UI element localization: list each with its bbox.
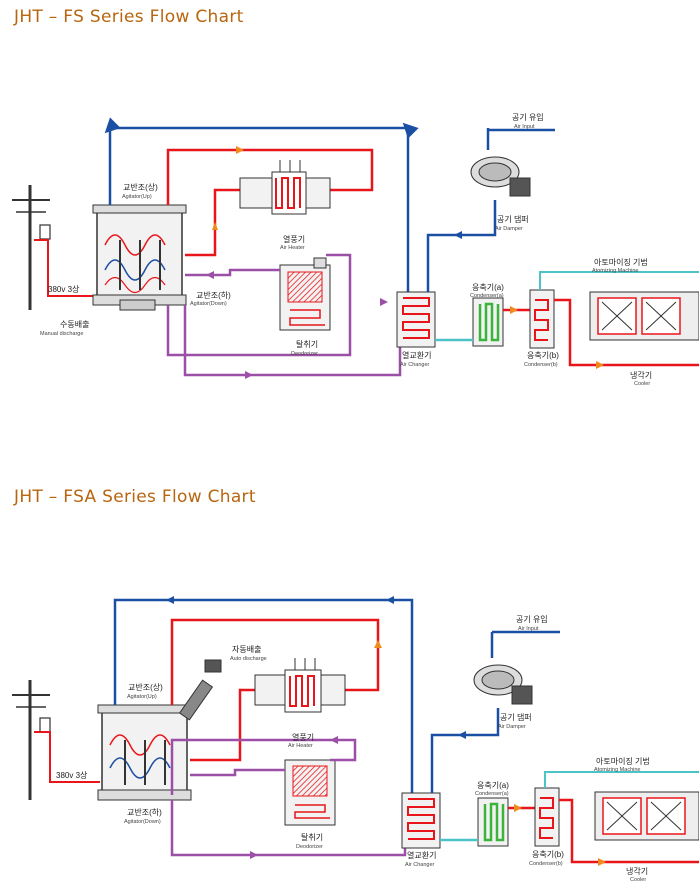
fsa-air-input-label: 공기 유입	[516, 615, 548, 624]
fs-deodorizer-label: 탈취기	[296, 339, 318, 349]
fs-air-damper-en: Air Damper	[495, 226, 523, 232]
fsa-air-heater	[254, 658, 346, 713]
fsa-purple-return	[170, 738, 357, 795]
fs-cooler	[589, 291, 699, 341]
fs-air-heater-label: 열풍기	[283, 235, 305, 244]
fs-diagram: 380v 3상 교반조(상) Agitator(Up) 교반조(하) Agita…	[12, 113, 699, 387]
fs-cooler-label: 냉각기	[630, 370, 652, 380]
fsa-condenser-b-en: Condenser(b)	[529, 861, 563, 867]
fs-blue-return-line	[104, 117, 419, 295]
fsa-power-pole-icon	[12, 680, 51, 800]
fs-air-damper-icon	[470, 156, 531, 197]
fs-air-damper-label: 공기 댐퍼	[497, 214, 529, 224]
fs-air-changer	[396, 291, 436, 348]
fs-red-loop-line	[166, 148, 374, 205]
fsa-blue-return-line	[113, 598, 414, 795]
fsa-cooler-en: Cooler	[630, 877, 646, 883]
fs-atomizing-en: Atomizing Machine	[592, 268, 638, 274]
fsa-atomizing-line	[544, 771, 699, 788]
fs-air-input-en: Air Input	[514, 124, 535, 130]
fsa-power-line	[34, 731, 100, 783]
fsa-condenser-a	[477, 797, 509, 847]
fsa-agitator-up-label: 교반조(상)	[128, 682, 163, 692]
fsa-power-label: 380v 3상	[56, 770, 88, 780]
fs-deodorizer-en: Deodorizer	[291, 351, 318, 357]
fs-red-heater-line	[185, 188, 240, 257]
fs-air-heater	[239, 160, 331, 215]
fs-condenser-b	[529, 289, 555, 349]
fsa-diagram: 380v 3상 자동배출 Auto discharge 교반조(상) Agita…	[12, 596, 699, 883]
fsa-auto-discharge-en: Auto discharge	[230, 656, 267, 662]
fsa-auto-discharge-label: 자동배출	[232, 644, 261, 654]
fsa-cooler	[594, 791, 699, 841]
fs-purple-return	[166, 253, 352, 357]
fs-air-changer-label: 열교환기	[402, 350, 431, 360]
fs-air-heater-en: Air Heater	[280, 245, 305, 251]
fs-power-pole-icon	[12, 185, 51, 310]
fs-air-changer-en: Air Changer	[400, 362, 430, 368]
fsa-agitator-up-en: Agitator(Up)	[127, 694, 157, 700]
fs-cooler-line	[554, 298, 699, 367]
fsa-atomizing-en: Atomizing Machine	[594, 767, 640, 773]
fsa-air-changer-label: 열교환기	[407, 850, 436, 860]
fsa-red-loop-line	[170, 618, 380, 705]
fsa-air-heater-en: Air Heater	[288, 743, 313, 749]
fs-cooler-en: Cooler	[634, 381, 650, 387]
fsa-deodorizer-en: Deodorizer	[296, 844, 323, 850]
fsa-condenser-b-label: 응축기(b)	[532, 850, 564, 859]
fs-deodorizer	[279, 257, 331, 331]
fs-agitator-up-en: Agitator(Up)	[122, 194, 152, 200]
fsa-air-heater-label: 열풍기	[292, 733, 314, 742]
fsa-cooler-label: 냉각기	[626, 866, 648, 876]
fs-air-input-label: 공기 유입	[512, 113, 544, 122]
fsa-condenser-a-label: 응축기(a)	[477, 781, 509, 790]
fsa-air-changer	[401, 792, 441, 849]
fsa-condenser-b	[534, 787, 560, 847]
fs-agitator-down-en: Agitator(Down)	[190, 301, 227, 307]
fs-condenser-a	[472, 297, 504, 347]
fs-condenser-a-en: Condenser(a)	[470, 293, 504, 299]
fsa-agitator-down-label: 교반조(하)	[127, 807, 162, 817]
fs-purple-deodorizer-in	[185, 268, 280, 277]
fs-atomizing-line	[539, 271, 699, 290]
fsa-air-changer-en: Air Changer	[405, 862, 435, 868]
fsa-auto-discharge-icon	[178, 659, 222, 721]
fsa-air-damper-label: 공기 댐퍼	[500, 712, 532, 722]
fsa-cooler-line	[559, 798, 699, 864]
fs-condenser-b-label: 응축기(b)	[527, 351, 559, 360]
fs-condenser-a-label: 응축기(a)	[472, 283, 504, 292]
fsa-condenser-a-en: Condenser(a)	[475, 791, 509, 797]
fs-manual-discharge-en: Manual discharge	[40, 331, 83, 337]
fsa-air-damper-icon	[473, 664, 533, 705]
fs-blue-damper-line	[426, 200, 497, 292]
fsa-series-title: JHT – FSA Series Flow Chart	[14, 487, 256, 507]
fs-manual-discharge-label: 수동배출	[60, 319, 89, 329]
fsa-air-damper-en: Air Damper	[498, 724, 526, 730]
fs-power-line	[34, 239, 95, 297]
fs-power-label: 380v 3상	[48, 284, 80, 294]
fsa-purple-deodorizer-in	[190, 768, 285, 777]
fs-atomizing-label: 아토마이징 기법	[594, 257, 648, 267]
fsa-air-input-en: Air Input	[518, 626, 539, 632]
fsa-red-heater-line	[190, 688, 255, 762]
fsa-atomizing-label: 아토마이징 기법	[596, 756, 650, 766]
fs-agitator-tank	[92, 204, 187, 311]
fs-condenser-b-en: Condenser(b)	[524, 362, 558, 368]
fsa-deodorizer	[284, 759, 336, 826]
fsa-agitator-tank	[97, 704, 192, 801]
fs-agitator-up-label: 교반조(상)	[123, 182, 158, 192]
fsa-deodorizer-label: 탈취기	[301, 832, 323, 842]
fs-series-title: JHT – FS Series Flow Chart	[14, 7, 244, 27]
fsa-agitator-down-en: Agitator(Down)	[124, 819, 161, 825]
fs-agitator-down-label: 교반조(하)	[196, 290, 231, 300]
